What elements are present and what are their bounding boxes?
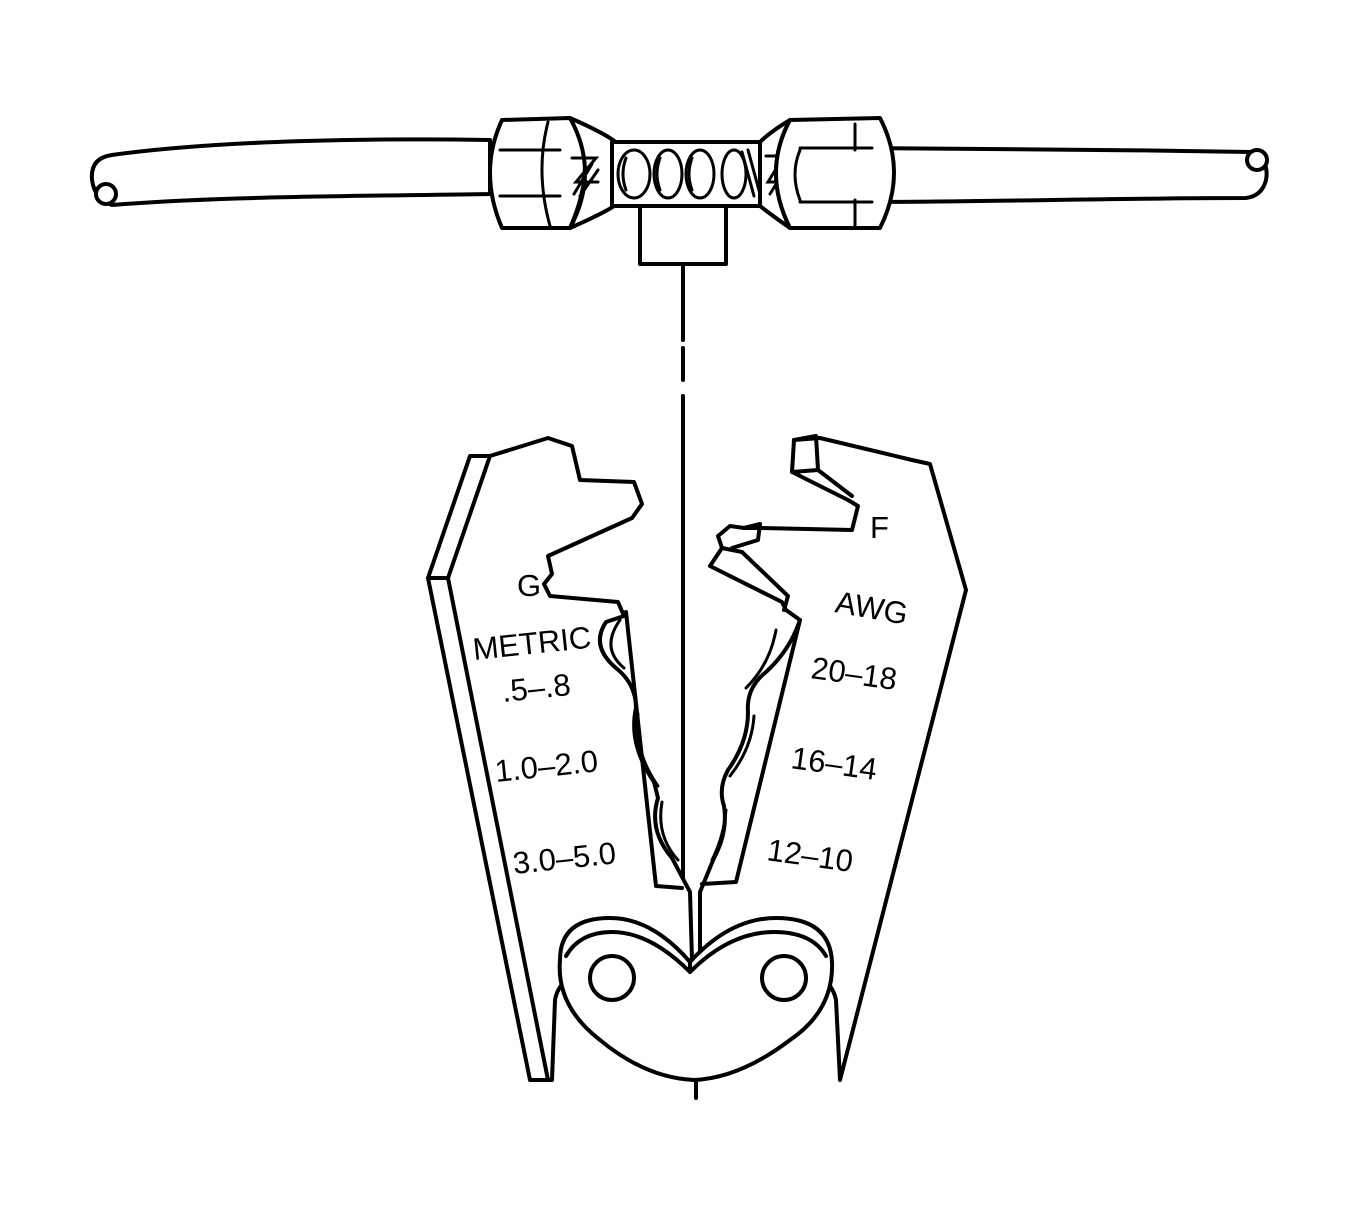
crimp-pad	[638, 204, 728, 266]
left-sleeve	[488, 116, 587, 230]
right-wire	[863, 146, 1269, 204]
pivot-hub	[557, 916, 835, 1082]
pivot-right-circle	[760, 954, 808, 1002]
left-wire-end	[94, 182, 118, 206]
wire-splice-assembly	[89, 116, 1269, 266]
label-g: G	[517, 568, 541, 603]
metric-size-1: .5–.8	[500, 667, 572, 709]
crimp-tool: G F METRIC AWG .5–.8 1.0–2.0 3.0–5.0 20–…	[426, 434, 968, 1100]
right-wire-end	[1245, 148, 1269, 172]
left-wire	[89, 137, 492, 207]
label-f: F	[870, 510, 889, 545]
pivot-left-circle	[588, 954, 636, 1002]
